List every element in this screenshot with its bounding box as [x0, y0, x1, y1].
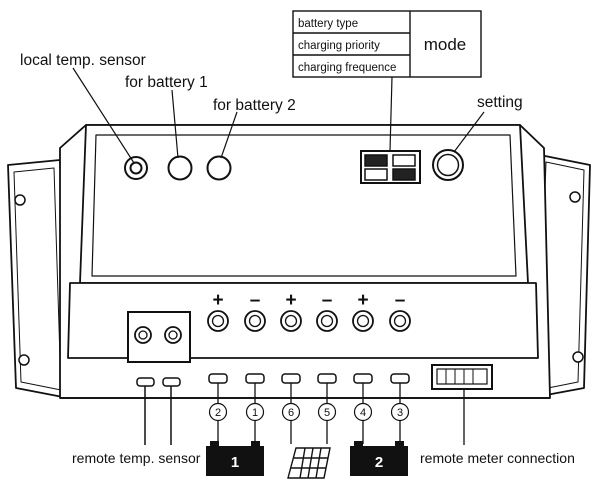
battery-1-icon: 1	[206, 441, 264, 476]
mounting-hole-bottom-right	[572, 351, 584, 363]
remote-meter-connector	[431, 364, 493, 445]
mounting-hole-bottom-left	[18, 354, 30, 366]
terminal-number-circle	[317, 402, 337, 422]
terminal-number-circle	[281, 402, 301, 422]
mounting-hole-top-right	[569, 191, 581, 203]
terminal-number-circle	[245, 402, 265, 422]
terminal-screw-inner	[393, 314, 407, 328]
mode-row-battery-type: battery type	[298, 18, 358, 30]
mode-table: battery type charging priority charging …	[292, 10, 482, 78]
terminal-number: 2	[215, 407, 221, 419]
terminal-polarity-sign: –	[395, 290, 406, 311]
terminal-slot	[390, 373, 410, 384]
top-panel	[79, 124, 529, 284]
terminal-screw-inner	[211, 314, 225, 328]
battery-2-label: 2	[375, 454, 383, 471]
label-remote-meter-connection: remote meter connection	[420, 450, 575, 466]
label-local-temp-sensor: local temp. sensor	[20, 52, 146, 69]
terminal-slot	[317, 373, 337, 384]
terminal-number-circle	[208, 402, 228, 422]
controller-housing	[7, 124, 591, 399]
terminal-polarity-sign: –	[250, 290, 261, 311]
terminal-number: 1	[252, 407, 258, 419]
terminal-number: 6	[288, 407, 294, 419]
mode-label: mode	[424, 35, 467, 54]
battery-1-sensor-port	[167, 155, 193, 181]
terminal-number: 5	[324, 407, 330, 419]
top-panel-inset	[91, 134, 517, 277]
terminal-row: +2 – 1 +6 – 5 +4 – 3	[207, 290, 411, 444]
terminal-polarity-sign: –	[322, 290, 333, 311]
terminal-slot	[281, 373, 301, 384]
terminal-screw-inner	[284, 314, 298, 328]
setting-button[interactable]	[432, 149, 464, 181]
terminal-screw-inner	[320, 314, 334, 328]
mounting-hole-top-left	[14, 194, 26, 206]
terminal-number-circle	[353, 402, 373, 422]
battery-2-icon: 2	[350, 441, 408, 476]
label-for-battery-2: for battery 2	[213, 97, 296, 114]
label-setting: setting	[477, 94, 523, 111]
local-temp-sensor-port	[124, 156, 148, 180]
terminal-screw-inner	[248, 314, 262, 328]
remote-temp-sensor-connector	[127, 311, 191, 363]
mode-dip-switch[interactable]	[360, 150, 421, 184]
terminal-slot	[353, 373, 373, 384]
terminal-screw-inner	[356, 314, 370, 328]
battery-2-sensor-port	[206, 155, 232, 181]
label-remote-temp-sensor: remote temp. sensor	[72, 450, 201, 466]
battery-1-label: 1	[231, 454, 239, 471]
terminal-slot	[208, 373, 228, 384]
terminal-number: 4	[360, 407, 366, 419]
remote-temp-sensor-slots	[136, 377, 181, 445]
terminal-polarity-sign: +	[357, 290, 368, 311]
terminal-polarity-sign: +	[212, 290, 223, 311]
mode-row-charging-frequence: charging frequence	[298, 62, 396, 74]
terminal-number: 3	[397, 407, 403, 419]
solar-panel-icon	[287, 447, 331, 479]
label-for-battery-1: for battery 1	[125, 74, 208, 91]
mounting-holes	[14, 191, 584, 366]
terminal-number-circle	[390, 402, 410, 422]
mode-row-charging-priority: charging priority	[298, 40, 380, 52]
terminal-slot	[245, 373, 265, 384]
leader-lines	[72, 67, 485, 164]
terminal-polarity-sign: +	[285, 290, 296, 311]
